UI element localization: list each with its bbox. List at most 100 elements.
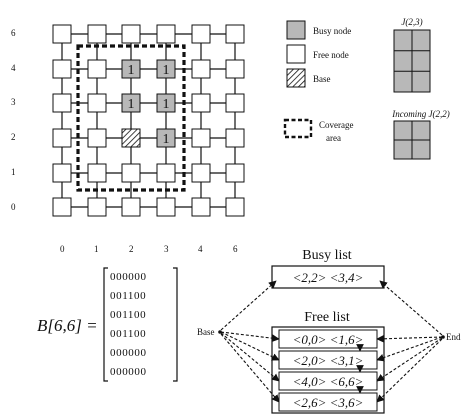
free-node — [87, 24, 107, 44]
y-label: 6 — [11, 28, 16, 38]
free-list: Free list <0,0> <1,6> <2,0> <3,1> <4,0> … — [271, 310, 385, 414]
matrix-left-bracket — [103, 267, 108, 382]
free-node — [225, 197, 245, 217]
incoming-job-label: Incoming J(2,2) — [391, 109, 449, 119]
matrix-row: 001100 — [110, 290, 146, 302]
legend: Busy node Free node Base Coverage area — [283, 20, 353, 143]
end-to-free-entry-arrow — [376, 338, 443, 403]
free-node — [225, 59, 245, 79]
end-pointer-dot — [441, 335, 445, 339]
free-node — [191, 197, 211, 217]
matrix-row: 001100 — [110, 309, 146, 321]
free-node — [191, 128, 211, 148]
legend-coverage-label-2: area — [326, 133, 341, 143]
free-list-item: <2,6> <3,6> — [293, 395, 364, 410]
busy-list-box — [271, 265, 385, 289]
free-node — [156, 24, 176, 44]
coverage-area-boundary — [76, 44, 186, 192]
y-axis-labels: 6 4 3 2 1 0 — [11, 28, 16, 212]
job-j23: J(2,3) — [393, 17, 431, 93]
base-to-free-entry-arrow — [220, 331, 280, 361]
matrix-label: B[6,6] = — [37, 316, 98, 335]
end-pointer-label: End — [446, 332, 461, 342]
free-node — [87, 59, 107, 79]
y-label: 2 — [11, 132, 16, 142]
y-label: 0 — [11, 202, 16, 212]
free-node — [87, 93, 107, 113]
free-node — [87, 128, 107, 148]
busy-node — [156, 93, 176, 113]
legend-base-label: Base — [313, 74, 331, 84]
busy-node — [121, 59, 141, 79]
free-node — [156, 197, 176, 217]
free-node — [225, 128, 245, 148]
x-label: 1 — [94, 244, 99, 254]
busy-node-value: 1 — [128, 97, 135, 112]
free-node — [191, 93, 211, 113]
free-node — [225, 24, 245, 44]
free-node — [87, 197, 107, 217]
free-list-item: <4,0> <6,6> — [293, 374, 364, 389]
free-node — [191, 59, 211, 79]
legend-coverage-label-1: Coverage — [319, 120, 353, 130]
busy-node — [156, 59, 176, 79]
legend-busy-swatch — [286, 20, 306, 40]
free-list-item: <0,0> <1,6> — [293, 332, 364, 347]
matrix-row: 000000 — [110, 347, 147, 359]
matrix-right-bracket — [173, 267, 178, 382]
free-node — [225, 163, 245, 183]
end-to-free-entry-arrow — [376, 336, 443, 362]
free-node — [52, 163, 72, 183]
legend-coverage-swatch — [283, 118, 313, 139]
y-label: 1 — [11, 167, 16, 177]
base-to-free-entry-arrow — [220, 332, 280, 382]
free-list-title: Free list — [304, 310, 350, 325]
x-label: 0 — [60, 244, 65, 254]
matrix-row: 000000 — [110, 366, 147, 378]
list-pointers: Base End — [197, 280, 461, 403]
base-to-busy-list-arrow — [220, 280, 277, 331]
base-pointer-label: Base — [197, 327, 215, 337]
free-node — [52, 24, 72, 44]
x-label: 6 — [233, 244, 238, 254]
busy-list-item: <2,2> <3,4> — [293, 270, 364, 285]
busy-list: Busy list <2,2> <3,4> — [271, 248, 385, 289]
busy-node-value: 1 — [163, 97, 170, 112]
y-label: 3 — [11, 97, 16, 107]
free-node — [225, 93, 245, 113]
legend-busy-label: Busy node — [313, 26, 351, 36]
busy-node-value: 1 — [128, 63, 135, 78]
free-node — [121, 197, 141, 217]
x-label: 3 — [164, 244, 169, 254]
legend-base-swatch — [286, 68, 306, 88]
end-to-busy-list-arrow — [379, 280, 443, 336]
job-incoming-j22: Incoming J(2,2) — [391, 109, 450, 160]
base-node — [121, 128, 141, 148]
legend-free-swatch — [286, 44, 306, 64]
free-node — [191, 163, 211, 183]
base-to-free-entry-arrow — [220, 333, 280, 403]
free-node — [156, 163, 176, 183]
busy-node-value: 1 — [163, 132, 170, 147]
x-axis-labels: 0 1 2 3 4 6 — [60, 244, 238, 254]
x-label: 4 — [198, 244, 203, 254]
matrix-row: 000000 — [110, 271, 147, 283]
free-node — [52, 197, 72, 217]
free-node — [87, 163, 107, 183]
free-node — [191, 24, 211, 44]
busy-node — [156, 128, 176, 148]
base-pointer-dot — [218, 330, 222, 334]
bit-matrix: B[6,6] = 000000 001100 001100 001100 000… — [37, 267, 178, 382]
y-label: 4 — [11, 63, 16, 73]
base-to-free-entry-arrow — [220, 331, 280, 342]
end-to-free-entry-arrow — [376, 337, 443, 382]
free-node — [52, 93, 72, 113]
busy-node — [121, 93, 141, 113]
busy-list-title: Busy list — [302, 248, 352, 263]
job-j23-label: J(2,3) — [401, 17, 422, 27]
free-node — [121, 163, 141, 183]
mesh-wraparound-links — [52, 24, 245, 217]
free-list-item: <2,0> <3,1> — [293, 353, 364, 368]
